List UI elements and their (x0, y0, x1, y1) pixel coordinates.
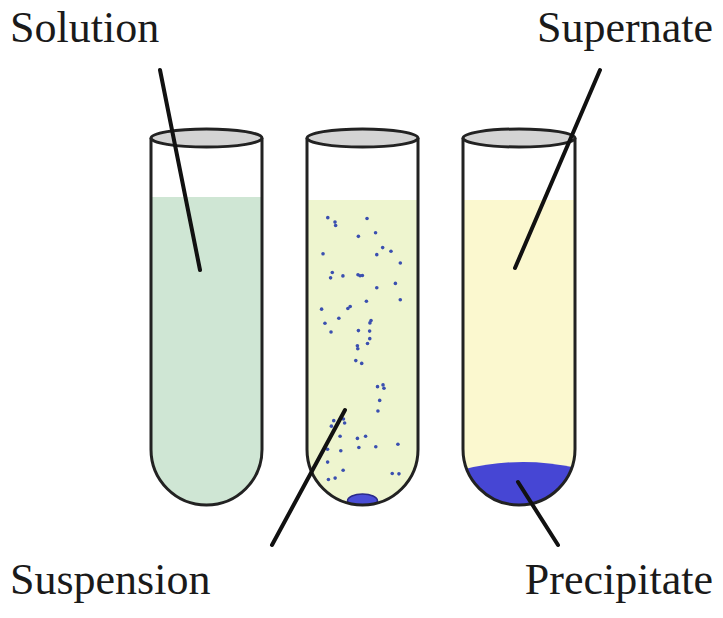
test-tube (461, 129, 577, 507)
particle (374, 231, 378, 235)
particle (329, 276, 333, 280)
tube-wall (151, 138, 262, 505)
particle (394, 282, 398, 286)
liquid (151, 197, 262, 505)
particle (381, 383, 385, 387)
particle (356, 437, 360, 441)
particle (368, 337, 372, 341)
particle (330, 424, 334, 428)
particle (360, 362, 364, 366)
particle (375, 286, 379, 290)
particle (369, 319, 373, 323)
particle (396, 443, 400, 447)
particle (343, 421, 347, 425)
particle (356, 344, 360, 348)
particle (354, 359, 358, 363)
particle (398, 298, 402, 302)
leader-lines (160, 70, 600, 545)
part-label: Supernate (537, 4, 713, 52)
particle (346, 307, 350, 311)
tube-rim (463, 129, 575, 147)
tube-rim (307, 129, 418, 147)
particle (323, 322, 327, 326)
particle (321, 252, 325, 256)
particle (376, 409, 380, 413)
tube-wall (463, 138, 575, 505)
particle (364, 434, 368, 438)
particle (358, 274, 362, 278)
leader-line (515, 70, 600, 268)
particle (357, 329, 361, 333)
test-tube (151, 129, 262, 505)
particle (381, 246, 385, 250)
liquid (307, 200, 418, 505)
particle (374, 445, 378, 449)
particle (337, 316, 341, 320)
particle (329, 330, 333, 334)
particle (333, 476, 337, 480)
particle (339, 449, 343, 453)
part-label: Solution (10, 4, 159, 52)
particle (333, 220, 337, 224)
particle (326, 460, 330, 464)
particle (376, 385, 380, 389)
liquid (463, 200, 575, 505)
leader-line (518, 482, 558, 545)
leader-line (160, 70, 200, 270)
particle (389, 250, 393, 254)
particle (320, 307, 324, 311)
particle (357, 235, 361, 239)
particle (397, 472, 401, 476)
particle (365, 217, 369, 221)
particle (366, 342, 370, 346)
tube-rim (151, 129, 262, 147)
particle (357, 446, 361, 450)
particle (327, 478, 331, 482)
particle (390, 472, 394, 476)
part-label: Precipitate (525, 556, 713, 604)
particle (375, 253, 379, 257)
particle (368, 329, 372, 333)
particle (382, 386, 386, 390)
leader-line (272, 410, 345, 545)
particle (338, 434, 342, 438)
particle (326, 216, 330, 220)
particle (341, 468, 345, 472)
particle (378, 399, 382, 403)
particle (330, 271, 334, 275)
particle (365, 299, 369, 303)
tube-group (151, 129, 577, 508)
particle (341, 274, 345, 278)
particle (334, 224, 338, 228)
particle (399, 261, 403, 265)
particle (332, 419, 336, 423)
part-label: Suspension (10, 556, 210, 604)
